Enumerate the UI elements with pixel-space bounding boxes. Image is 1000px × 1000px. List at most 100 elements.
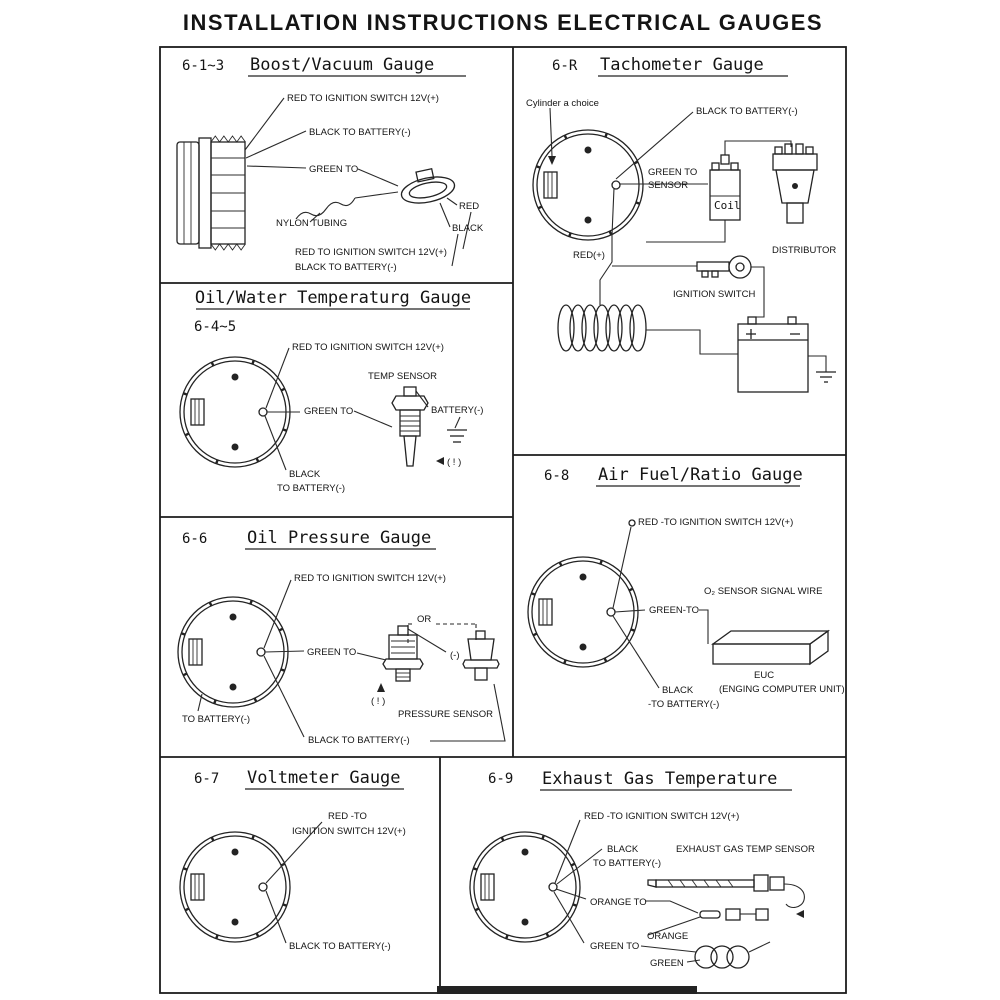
temp-sensor-drawing xyxy=(391,386,429,467)
panel-number: 6-8 xyxy=(544,468,569,484)
bullet-connectors-drawing xyxy=(699,908,804,921)
label-red-ignition: RED TO IGNITION SWITCH 12V(+) xyxy=(294,573,446,584)
label-to-battery: -TO BATTERY(-) xyxy=(648,699,719,710)
panel-title: Voltmeter Gauge xyxy=(247,768,401,788)
panel-number: 6-4~5 xyxy=(194,319,236,335)
label-green-to: GREEN-TO xyxy=(649,605,699,616)
label-exhaust-sensor: EXHAUST GAS TEMP SENSOR xyxy=(676,844,815,855)
voltmeter-wires xyxy=(265,821,323,944)
label-minus: (-) xyxy=(450,650,460,661)
panel-number: 6-6 xyxy=(182,531,207,547)
panel-air-fuel: 6-8 Air Fuel/Ratio Gauge RED -TO IGNITIO… xyxy=(526,465,845,710)
label-euc: EUC xyxy=(754,670,774,681)
label-to-battery: TO BATTERY(-) xyxy=(277,483,345,494)
label-black: BLACK xyxy=(289,469,321,480)
ground-icon xyxy=(447,429,467,443)
panel-number: 6-1~3 xyxy=(182,58,224,74)
nylon-tubing-drawing xyxy=(295,197,356,220)
left-arrow-icon xyxy=(436,457,444,465)
panel-exhaust-gas-temp: 6-9 Exhaust Gas Temperature xyxy=(468,769,815,969)
label-green-to: GREEN TO xyxy=(304,406,353,417)
label-battery: BATTERY(-) xyxy=(431,405,483,416)
label-red-ignition-2: RED TO IGNITION SWITCH 12V(+) xyxy=(295,247,447,258)
label-pressure-sensor: PRESSURE SENSOR xyxy=(398,709,493,720)
label-black-battery: BLACK TO BATTERY(-) xyxy=(289,941,391,952)
label-black-battery: BLACK TO BATTERY(-) xyxy=(308,735,410,746)
label-ignition-switch: IGNITION SWITCH xyxy=(673,289,755,300)
label-or: OR xyxy=(417,614,431,625)
label-distributor: DISTRIBUTOR xyxy=(772,245,836,256)
boost-wires xyxy=(244,97,472,267)
up-arrow-icon xyxy=(377,683,385,692)
pressure-switch-drawing xyxy=(462,630,500,681)
label-sensor: SENSOR xyxy=(648,180,688,191)
label-nylon-tubing: NYLON TUBING xyxy=(276,218,347,229)
panel-title: Oil/Water Temperaturg Gauge xyxy=(195,288,471,308)
label-ignition-12v: IGNITION SWITCH 12V(+) xyxy=(292,826,406,837)
label-green-to: GREEN TO xyxy=(590,941,639,952)
distributor-drawing xyxy=(772,143,818,224)
panel-voltmeter: 6-7 Voltmeter Gauge RED -TO IGNITION SWI… xyxy=(178,768,406,952)
bottom-black-bar xyxy=(437,986,697,994)
label-warning: ( ! ) xyxy=(371,696,385,707)
label-black: BLACK xyxy=(607,844,639,855)
panel-number: 6-R xyxy=(552,58,578,74)
boost-gauge-side-view xyxy=(176,135,246,251)
panel-tachometer: 6-R Tachometer Gauge Coil xyxy=(526,55,836,393)
panel-oil-water-temp: Oil/Water Temperaturg Gauge 6-4~5 xyxy=(178,288,483,494)
euc-box-drawing xyxy=(710,629,831,666)
exhaust-gauge-drawing xyxy=(468,830,582,944)
left-arrow-icon xyxy=(796,910,804,918)
ignition-coil-drawing: Coil xyxy=(709,154,741,221)
ignition-switch-key-drawing xyxy=(696,255,752,279)
label-temp-sensor: TEMP SENSOR xyxy=(368,371,437,382)
label-green-to: GREEN TO xyxy=(307,647,356,658)
air-fuel-wires xyxy=(612,519,709,689)
label-to-battery: TO BATTERY(-) xyxy=(182,714,250,725)
exhaust-probe-drawing xyxy=(647,874,805,909)
panel-number: 6-7 xyxy=(194,771,219,787)
battery-drawing xyxy=(737,316,809,393)
label-cylinder-choice: Cylinder a choice xyxy=(526,98,599,109)
label-o2-sensor-wire: O₂ SENSOR SIGNAL WIRE xyxy=(704,586,822,597)
label-red-ignition: RED -TO IGNITION SWITCH 12V(+) xyxy=(638,517,793,528)
panel-oil-pressure: 6-6 Oil Pressure Gauge xyxy=(176,528,506,746)
tachometer-gauge-drawing xyxy=(531,128,645,242)
label-red-plus: RED(+) xyxy=(573,250,605,261)
oil-water-wires xyxy=(264,347,461,471)
label-red-ignition: RED TO IGNITION SWITCH 12V(+) xyxy=(292,342,444,353)
pressure-sender-drawing xyxy=(382,625,424,682)
label-coil: Coil xyxy=(714,199,741,212)
panel-boost-vacuum: 6-1~3 Boost/Vacuum Gauge xyxy=(176,55,484,273)
label-green: GREEN xyxy=(650,958,684,969)
boost-sender-drawing xyxy=(295,168,456,223)
sheet-frame: INSTALLATION INSTRUCTIONS ELECTRICAL GAU… xyxy=(159,10,847,994)
panel-number: 6-9 xyxy=(488,771,513,787)
panel-title: Oil Pressure Gauge xyxy=(247,528,431,548)
label-red-ignition: RED TO IGNITION SWITCH 12V(+) xyxy=(287,93,439,104)
label-black-battery: BLACK TO BATTERY(-) xyxy=(309,127,411,138)
label-green-to: GREEN TO xyxy=(648,167,697,178)
label-engine-computer-unit: (ENGING COMPUTER UNIT) xyxy=(719,684,845,695)
label-red-ignition: RED -TO IGNITION SWITCH 12V(+) xyxy=(584,811,739,822)
label-red: RED xyxy=(459,201,479,212)
panel-title: Boost/Vacuum Gauge xyxy=(250,55,434,75)
panel-title: Tachometer Gauge xyxy=(600,55,764,75)
label-red-to: RED -TO xyxy=(328,811,367,822)
down-arrow-icon xyxy=(548,156,556,165)
panel-title: Exhaust Gas Temperature xyxy=(542,769,777,789)
panel-title: Air Fuel/Ratio Gauge xyxy=(598,465,803,485)
voltmeter-gauge-drawing xyxy=(178,830,292,944)
wire-coil-drawing xyxy=(694,941,771,969)
wire-coil-spring-drawing xyxy=(557,304,647,352)
label-black: BLACK xyxy=(452,223,484,234)
label-orange-to: ORANGE TO xyxy=(590,897,647,908)
label-orange: ORANGE xyxy=(647,931,688,942)
cylinder-select-pointer xyxy=(548,107,556,165)
label-green-to: GREEN TO xyxy=(309,164,358,175)
label-to-battery: TO BATTERY(-) xyxy=(593,858,661,869)
label-black-battery-2: BLACK TO BATTERY(-) xyxy=(295,262,397,273)
page-title: INSTALLATION INSTRUCTIONS ELECTRICAL GAU… xyxy=(183,10,823,35)
